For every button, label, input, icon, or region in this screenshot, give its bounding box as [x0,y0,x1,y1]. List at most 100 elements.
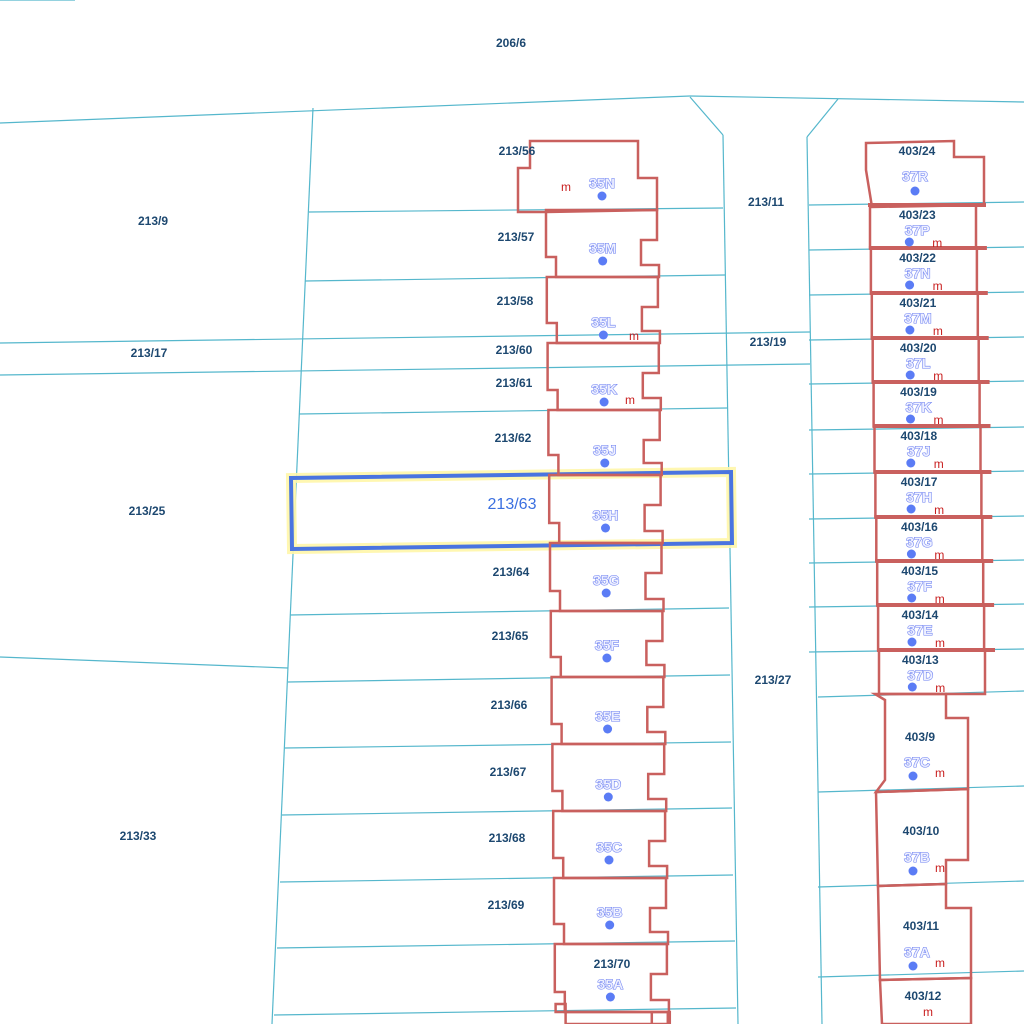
parcel-label: 213/9 [138,214,168,228]
house-number: 37P [905,222,930,238]
building-outline [516,139,659,214]
address-point-dot [598,256,608,266]
building-outline [545,275,662,345]
house-number: 35N [589,175,615,191]
address-point-dot [904,237,914,247]
parcel-boundary-line [689,95,1024,103]
parcel-label: 403/9 [905,730,935,744]
building-outline [544,208,661,279]
parcel-label: 403/19 [900,385,937,399]
house-number: 37F [908,578,933,594]
marker-m: m [625,393,635,407]
parcel-label: 213/56 [499,144,536,158]
house-number: 37B [904,849,930,865]
parcel-label: 403/18 [900,429,937,443]
address-point-dot [908,866,918,876]
parcel-label: 403/17 [901,475,938,489]
marker-m: m [935,592,945,606]
address-point-dot [906,504,916,514]
parcel-label: 213/69 [488,898,525,912]
parcel-label: 403/12 [905,989,942,1003]
parcel-boundary-line [0,331,811,344]
parcel-boundary-line [0,95,691,124]
parcel-label: 213/60 [496,343,533,357]
marker-m: m [935,956,945,970]
house-number: 37N [905,265,931,281]
parcel-label: 213/67 [490,765,527,779]
marker-m: m [935,766,945,780]
house-number: 37A [904,944,930,960]
parcel-label: 403/22 [899,251,936,265]
address-point-dot [603,724,613,734]
address-point-dot [605,920,615,930]
house-number: 35D [595,776,621,792]
marker-m: m [935,681,945,695]
marker-m: m [935,861,945,875]
building-outline [878,976,973,1024]
house-number: 35L [591,314,616,330]
parcel-label: 403/24 [899,144,936,158]
address-point-dot [598,330,608,340]
address-point-dot [601,588,611,598]
address-point-dot [908,961,918,971]
house-number: 37M [904,310,931,326]
parcel-label: 213/11 [748,195,784,209]
parcel-label: 403/21 [900,296,937,310]
parcel-label: 403/15 [901,564,938,578]
building-outline [547,408,663,477]
address-point-dot [604,855,614,865]
marker-m: m [934,503,944,517]
house-number: 35J [593,442,616,458]
parcel-boundary-line [817,785,1024,793]
parcel-boundary-line [289,607,730,616]
parcel-label: 213/33 [120,829,157,843]
address-point-dot [600,458,610,468]
address-point-dot [906,458,916,468]
parcel-label: 403/14 [902,608,939,622]
house-number: 35F [595,637,620,653]
address-point-dot [603,792,613,802]
parcel-boundary-line [281,807,733,816]
marker-m: m [933,324,943,338]
parcel-boundary-line [276,940,736,949]
marker-m: m [932,236,942,250]
building-outline [550,675,667,746]
building-outline [553,942,671,1014]
house-number: 37K [906,399,932,415]
house-number: 35M [589,240,616,256]
building-outline [548,541,665,613]
address-point-dot [906,414,915,424]
marker-m: m [934,548,944,562]
address-point-dot [908,771,918,781]
address-point-dot [907,593,917,603]
marker-m: m [934,457,944,471]
parcel-label: 213/62 [495,431,532,445]
house-number: 35K [591,381,617,397]
address-point-dot [905,280,915,290]
parcel-boundary-line [0,363,811,376]
parcel-label: 213/17 [131,346,168,360]
parcel-boundary-line [298,407,728,415]
house-number: 37G [906,534,933,550]
address-point-dot [601,523,610,533]
house-number: 37J [907,443,930,459]
house-number: 35A [598,976,624,992]
parcel-label: 403/11 [903,919,939,933]
marker-m: m [923,1005,933,1019]
parcel-label: 213/64 [493,565,530,579]
house-number: 35H [593,507,619,523]
building-outline [551,809,669,880]
building-outline [554,1002,672,1024]
building-outline [864,139,986,209]
address-point-dot [605,992,615,1002]
parcel-label: 213/65 [492,629,529,643]
labels: 213/63 206/6213/9213/17213/25213/33213/1… [120,36,946,1019]
parcel-boundary-line [817,970,1024,978]
building-outline [552,876,670,946]
building-outline [549,609,666,679]
address-point-dot [905,325,915,335]
marker-m: m [934,413,944,427]
parcel-boundary-line [806,136,823,1024]
